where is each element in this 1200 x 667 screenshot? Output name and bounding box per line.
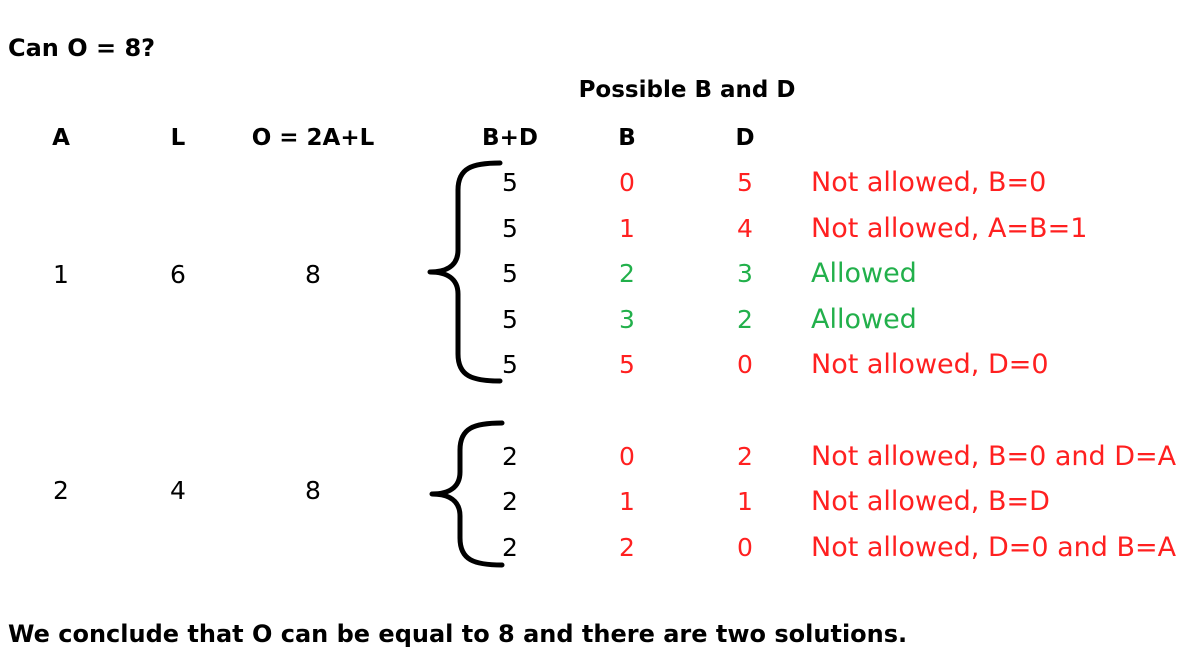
value-b-plus-d: 2 xyxy=(502,533,518,562)
column-header-l: L xyxy=(170,125,186,151)
value-b: 2 xyxy=(619,533,635,562)
value-a: 2 xyxy=(53,476,69,505)
status-note: Allowed xyxy=(811,258,917,289)
value-b: 1 xyxy=(619,487,635,516)
value-o: 8 xyxy=(305,476,321,505)
status-note: Not allowed, D=0 and B=A xyxy=(811,532,1177,563)
conclusion-text: We conclude that O can be equal to 8 and… xyxy=(8,620,908,648)
page-title: Can O = 8? xyxy=(8,34,156,62)
curly-brace-icon xyxy=(427,160,503,384)
value-b: 3 xyxy=(619,305,635,334)
value-d: 2 xyxy=(737,305,753,334)
curly-brace-icon xyxy=(429,420,505,568)
value-d: 4 xyxy=(737,214,753,243)
column-header-b-plus-d: B+D xyxy=(482,125,538,151)
value-l: 4 xyxy=(170,476,186,505)
column-header-d: D xyxy=(735,125,755,151)
value-b-plus-d: 5 xyxy=(502,350,518,379)
value-b: 5 xyxy=(619,350,635,379)
value-b-plus-d: 2 xyxy=(502,442,518,471)
value-d: 2 xyxy=(737,442,753,471)
value-b-plus-d: 5 xyxy=(502,259,518,288)
column-header-b: B xyxy=(618,125,636,151)
value-d: 1 xyxy=(737,487,753,516)
value-b: 1 xyxy=(619,214,635,243)
value-b-plus-d: 2 xyxy=(502,487,518,516)
value-b-plus-d: 5 xyxy=(502,214,518,243)
value-b-plus-d: 5 xyxy=(502,305,518,334)
value-b-plus-d: 5 xyxy=(502,168,518,197)
value-b: 2 xyxy=(619,259,635,288)
status-note: Allowed xyxy=(811,304,917,335)
status-note: Not allowed, A=B=1 xyxy=(811,213,1088,244)
value-d: 0 xyxy=(737,533,753,562)
value-d: 3 xyxy=(737,259,753,288)
value-b: 0 xyxy=(619,442,635,471)
possible-b-d-header: Possible B and D xyxy=(578,77,796,103)
value-a: 1 xyxy=(53,260,69,289)
value-b: 0 xyxy=(619,168,635,197)
value-d: 5 xyxy=(737,168,753,197)
status-note: Not allowed, B=0 and D=A xyxy=(811,441,1177,472)
column-header-a: A xyxy=(52,125,70,151)
value-d: 0 xyxy=(737,350,753,379)
status-note: Not allowed, D=0 xyxy=(811,349,1049,380)
value-l: 6 xyxy=(170,260,186,289)
value-o: 8 xyxy=(305,260,321,289)
status-note: Not allowed, B=0 xyxy=(811,167,1047,198)
status-note: Not allowed, B=D xyxy=(811,486,1050,517)
column-header-o: O = 2A+L xyxy=(251,125,375,151)
